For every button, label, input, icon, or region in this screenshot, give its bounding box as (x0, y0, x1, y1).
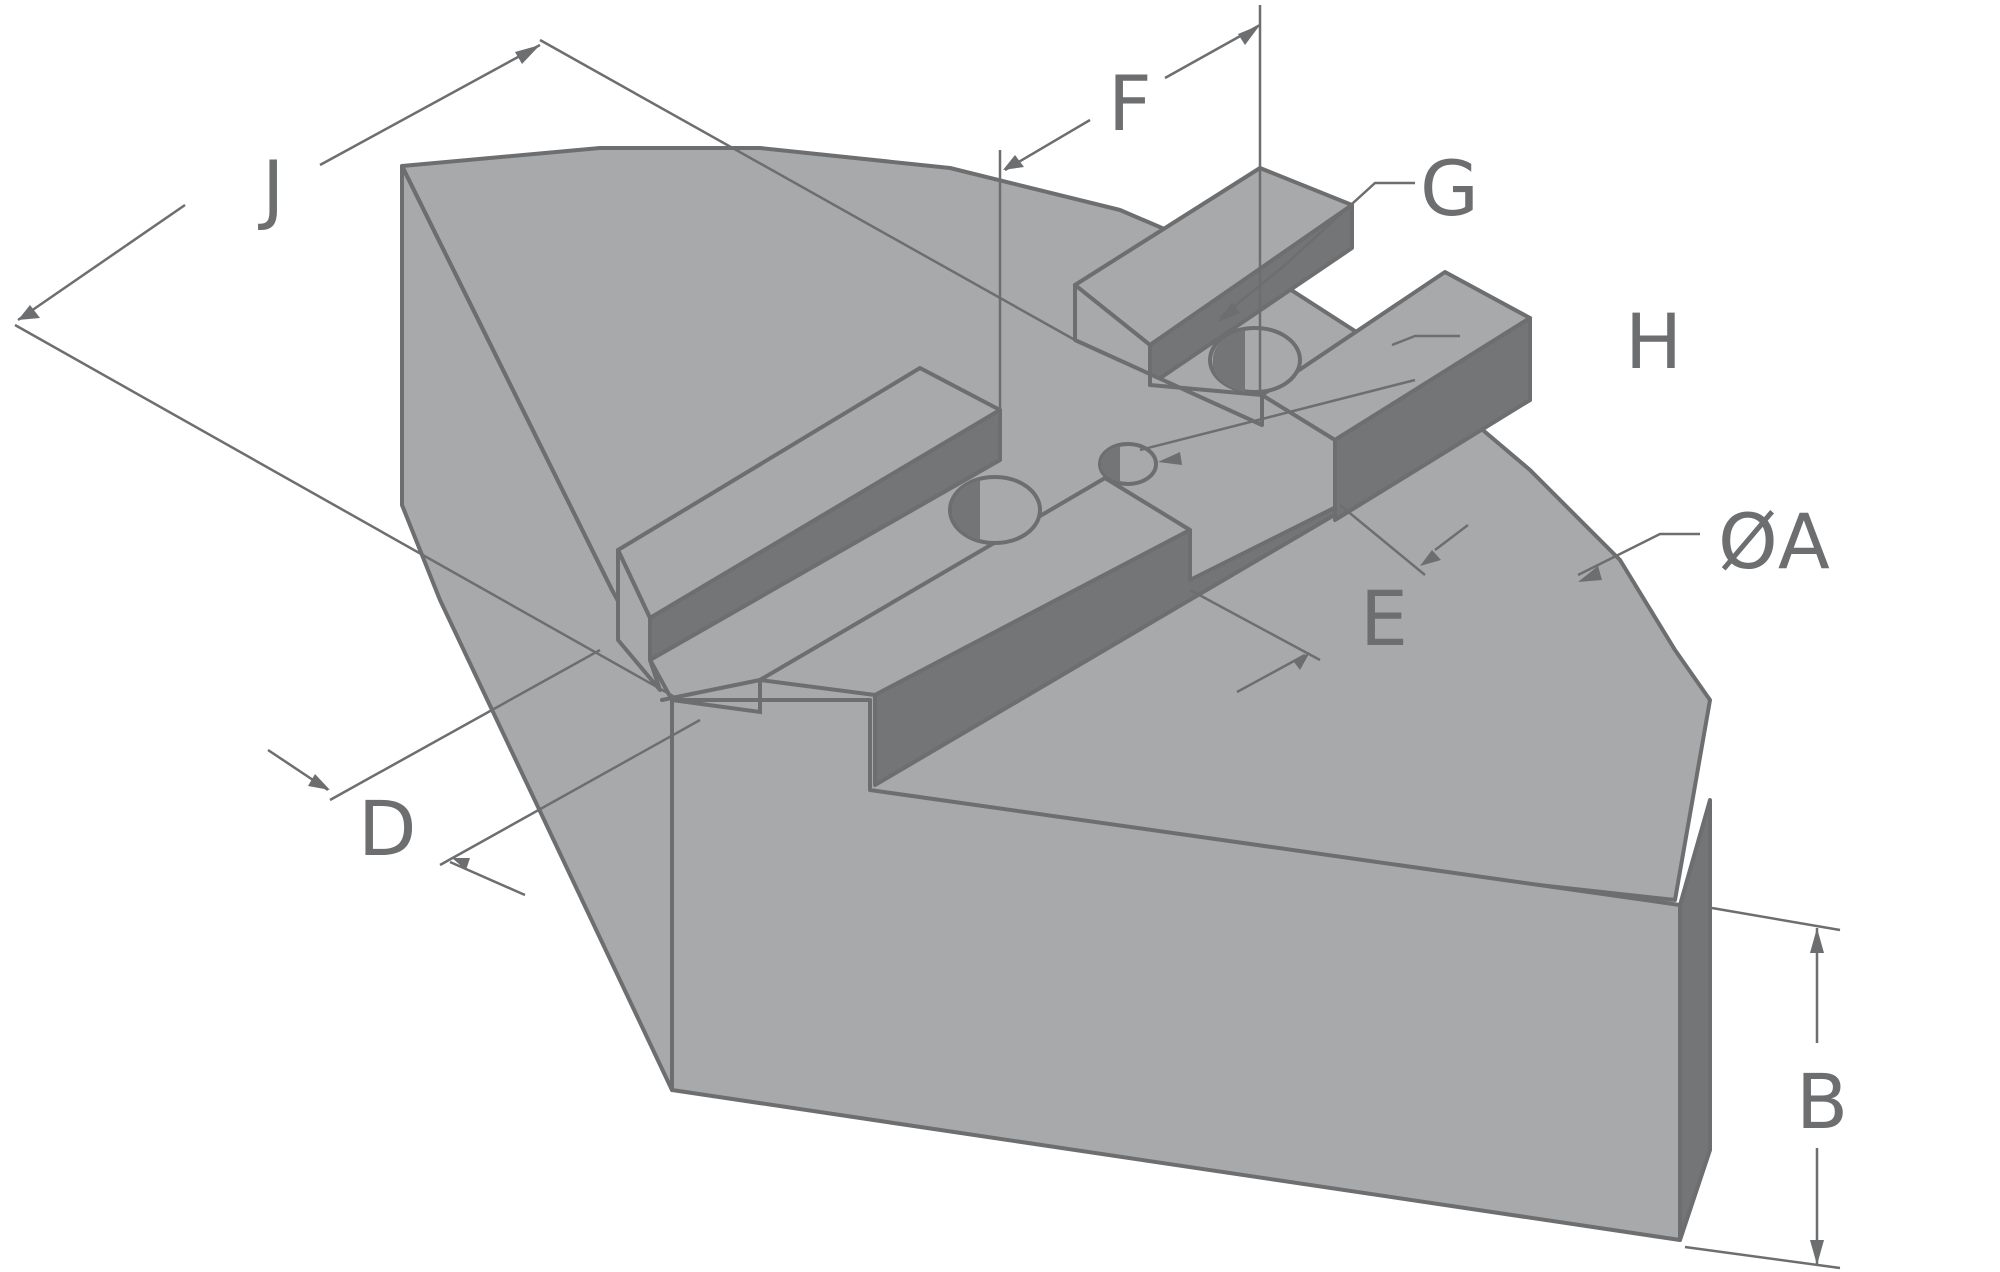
hole-shadow-lower (951, 480, 980, 540)
label-j: J (258, 144, 284, 233)
right-side-face (1678, 798, 1712, 1242)
label-b: B (1796, 1057, 1848, 1146)
label-d: D (358, 784, 417, 873)
right-rail-dark (1333, 316, 1532, 522)
left-key (616, 366, 1002, 692)
callout-h: H (1139, 297, 1682, 465)
callout-g: G (1218, 144, 1479, 322)
label-g: G (1420, 144, 1479, 233)
dimension-f: F (998, 5, 1262, 440)
chamfer-edge (400, 164, 614, 592)
label-h: H (1625, 297, 1682, 386)
label-e: E (1360, 574, 1408, 663)
callout-a: ØA (1577, 497, 1830, 586)
label-a: ØA (1718, 497, 1830, 586)
hole-shadow-upper (1212, 330, 1245, 392)
label-f: F (1108, 59, 1152, 148)
pin-hole-shadow (1100, 446, 1120, 482)
right-rail (1260, 270, 1532, 522)
dimension-e: E (1189, 504, 1469, 694)
left-key-front (616, 548, 662, 692)
dimension-d: D (267, 648, 701, 897)
channel-edge (660, 678, 762, 702)
dimension-b: B (1684, 906, 1848, 1270)
dimension-j: J (14, 38, 1076, 702)
step-edge (670, 678, 762, 715)
holes (948, 326, 1302, 545)
